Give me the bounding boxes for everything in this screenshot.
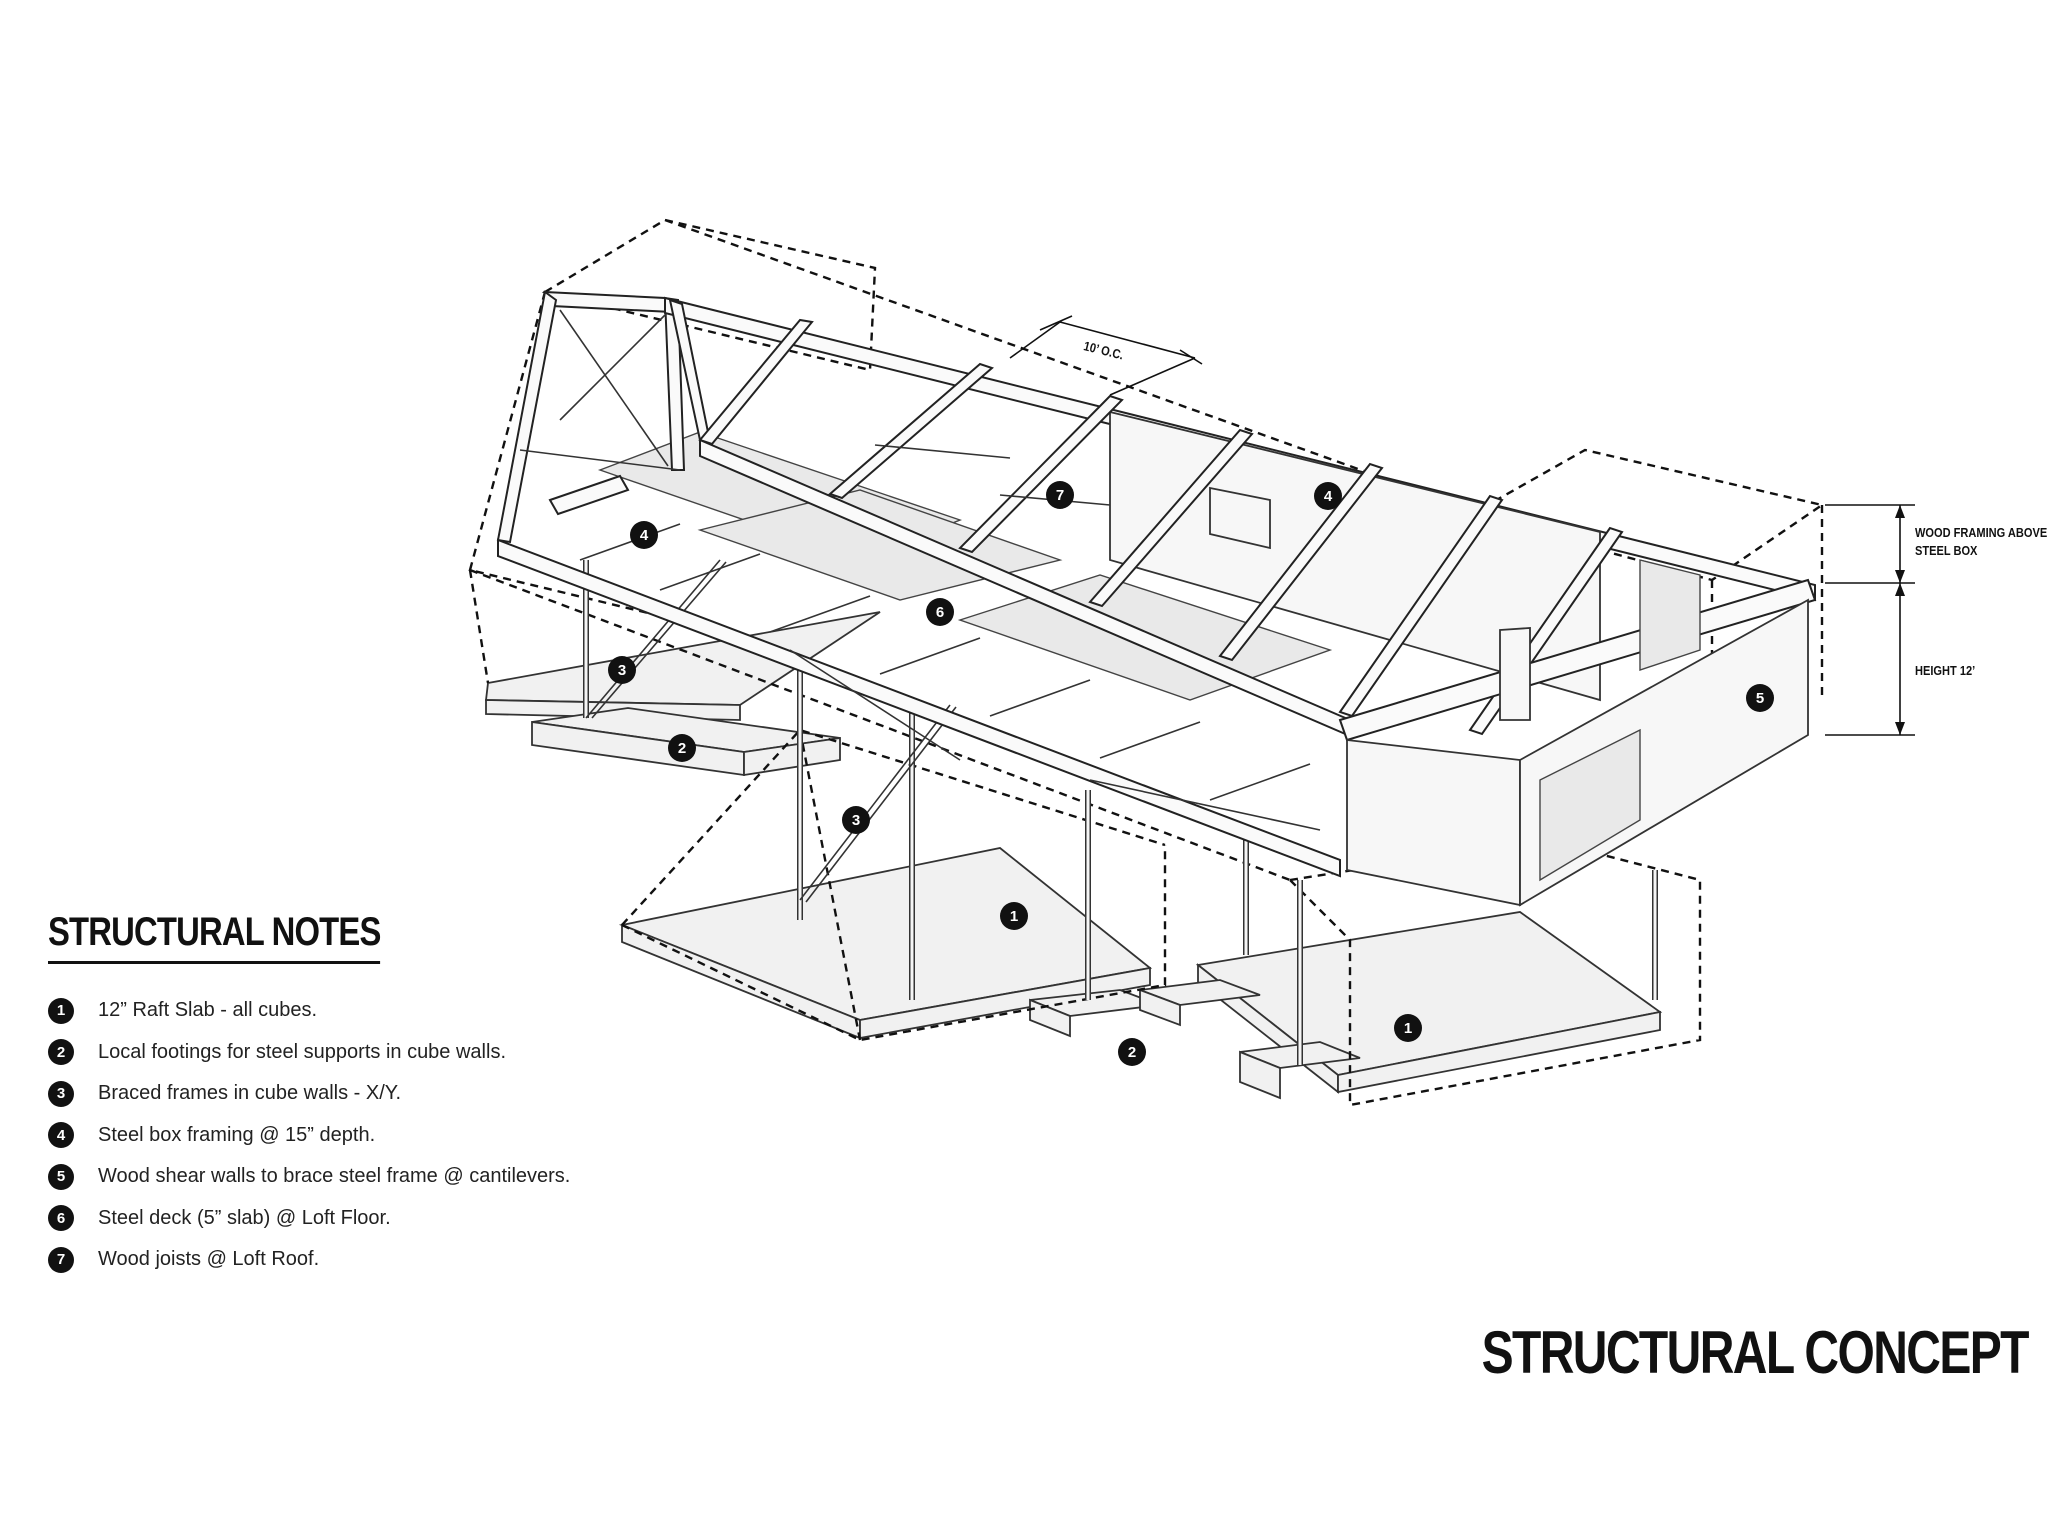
- note-number-badge: 7: [48, 1246, 74, 1273]
- callout-6: 6: [926, 598, 954, 626]
- note-number-badge: 5: [48, 1163, 74, 1190]
- note-number-badge: 3: [48, 1080, 74, 1107]
- page-title: STRUCTURAL CONCEPT: [1481, 1319, 2030, 1386]
- callout-1-center: 1: [1000, 902, 1028, 930]
- svg-text:4: 4: [1324, 488, 1333, 505]
- svg-text:1: 1: [1010, 908, 1018, 925]
- callout-7: 7: [1046, 481, 1074, 509]
- cube-side-opening: [1499, 627, 1531, 721]
- callout-4-left: 4: [630, 521, 658, 549]
- wood-framing-label-line2: STEEL BOX: [1915, 543, 1978, 558]
- left-end-truss: [496, 290, 686, 544]
- svg-text:1: 1: [1404, 1020, 1412, 1037]
- wood-framing-label-line1: WOOD FRAMING ABOVE: [1915, 525, 2048, 540]
- note-text: Steel box framing @ 15” depth.: [98, 1123, 376, 1146]
- note-number-badge: 2: [48, 1039, 74, 1066]
- note-number-badge: 6: [48, 1205, 74, 1232]
- loft-outline: [469, 218, 1501, 882]
- callout-1-right: 1: [1394, 1014, 1422, 1042]
- note-item: 4 Steel box framing @ 15” depth.: [48, 1115, 748, 1157]
- callout-5: 5: [1746, 684, 1774, 712]
- footing-left: [531, 707, 841, 777]
- svg-text:3: 3: [618, 662, 626, 679]
- note-text: Wood joists @ Loft Roof.: [98, 1248, 320, 1271]
- note-number-badge: 4: [48, 1122, 74, 1149]
- svg-text:7: 7: [1056, 487, 1064, 504]
- callout-3-left: 3: [608, 656, 636, 684]
- note-text: Wood shear walls to brace steel frame @ …: [98, 1165, 571, 1188]
- note-item: 3 Braced frames in cube walls - X/Y.: [48, 1073, 748, 1115]
- callout-2-left: 2: [668, 734, 696, 762]
- footing-center: [1029, 979, 1261, 1038]
- callout-2-center: 2: [1118, 1038, 1146, 1066]
- wood-framing-label: WOOD FRAMING ABOVE STEEL BOX: [1915, 524, 2047, 560]
- spacing-dimension: [1009, 315, 1203, 396]
- note-item: 2 Local footings for steel supports in c…: [48, 1032, 748, 1074]
- note-text: Braced frames in cube walls - X/Y.: [98, 1082, 402, 1105]
- structural-notes: STRUCTURAL NOTES 1 12” Raft Slab - all c…: [48, 910, 748, 1281]
- note-text: Steel deck (5” slab) @ Loft Floor.: [98, 1206, 391, 1229]
- cube-outline-center: [621, 728, 1167, 1042]
- loft-roof-frame: [664, 296, 1816, 738]
- callout-3-center: 3: [842, 806, 870, 834]
- note-text: 12” Raft Slab - all cubes.: [98, 999, 317, 1022]
- svg-text:5: 5: [1756, 690, 1764, 707]
- note-number-badge: 1: [48, 997, 74, 1024]
- svg-text:3: 3: [852, 812, 860, 829]
- note-item: 6 Steel deck (5” slab) @ Loft Floor.: [48, 1198, 748, 1240]
- diagram-callouts: 7 4 4 6 3 2 3 1: [608, 481, 1774, 1066]
- cube-window-opening: [1539, 728, 1641, 882]
- svg-text:6: 6: [936, 604, 944, 621]
- callout-4-right: 4: [1314, 482, 1342, 510]
- svg-text:4: 4: [640, 527, 649, 544]
- height-label: HEIGHT 12’: [1915, 663, 1976, 678]
- roof-window: [1209, 486, 1271, 550]
- braced-frame-left: [585, 559, 727, 719]
- cube-upper-window: [1639, 559, 1701, 671]
- height-dimension: [1825, 504, 1915, 736]
- note-item: 7 Wood joists @ Loft Roof.: [48, 1239, 748, 1281]
- note-item: 1 12” Raft Slab - all cubes.: [48, 990, 748, 1032]
- note-text: Local footings for steel supports in cub…: [98, 1040, 506, 1063]
- note-item: 5 Wood shear walls to brace steel frame …: [48, 1156, 748, 1198]
- right-cube-box: [1338, 559, 1817, 907]
- structural-notes-heading: STRUCTURAL NOTES: [48, 910, 381, 964]
- raft-slab-center: [618, 847, 1153, 1040]
- svg-text:2: 2: [678, 740, 686, 757]
- svg-text:2: 2: [1128, 1044, 1136, 1061]
- raft-slab-right: [1195, 911, 1663, 1094]
